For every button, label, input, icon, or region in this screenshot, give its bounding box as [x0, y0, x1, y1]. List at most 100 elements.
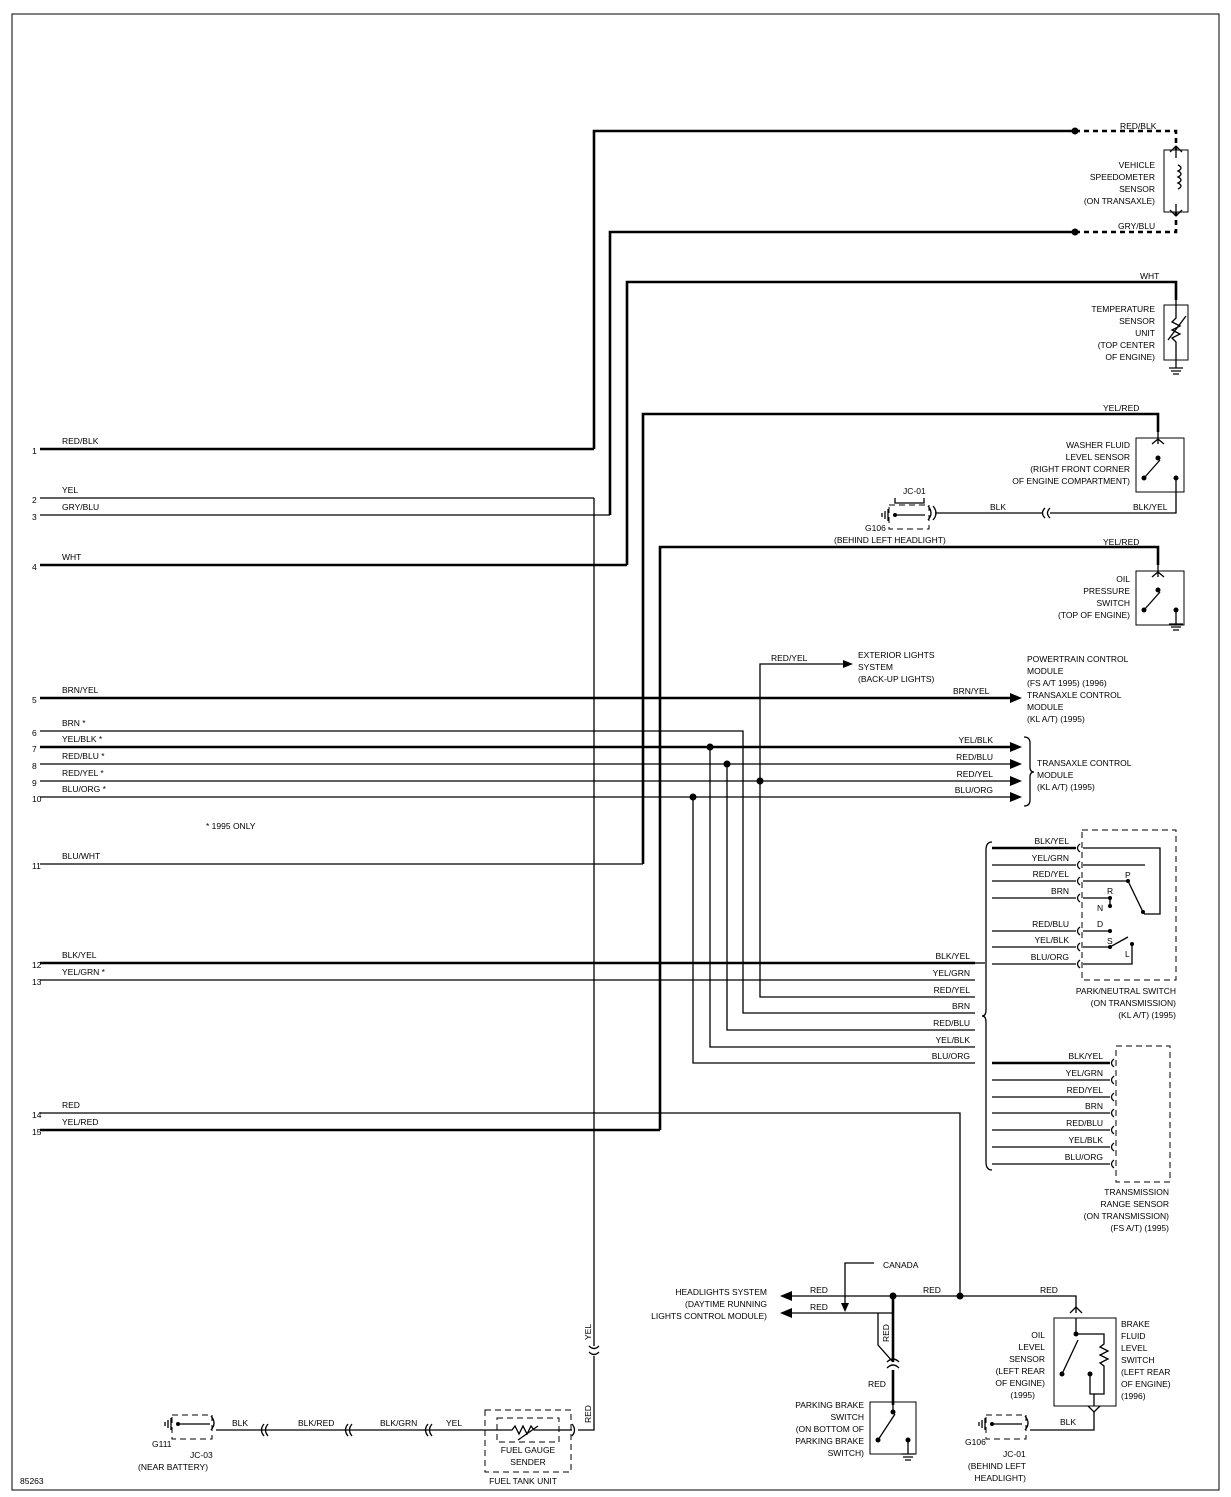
pn-connector — [1076, 959, 1081, 969]
mid-wire-labels: BLK/YELYEL/GRNRED/YELBRNRED/BLUYEL/BLKBL… — [932, 951, 971, 1061]
tcm-label-0: TRANSAXLE CONTROL — [1037, 758, 1132, 768]
mid-wire-label: RED/YEL — [934, 985, 971, 995]
pin-wire-label: YEL — [62, 485, 78, 495]
oilp-label-1: PRESSURE — [1083, 586, 1130, 596]
headlights-label-1: (DAYTIME RUNNING — [685, 1299, 767, 1309]
headlight-circuit — [780, 1262, 1083, 1405]
switch-letter-n: N — [1097, 903, 1103, 913]
oil-level-brake-fluid — [1030, 1317, 1117, 1431]
trs-label-0: TRANSMISSION — [1104, 1187, 1169, 1197]
wire-label-red-hl3: RED — [923, 1285, 941, 1295]
pin-wire-label: GRY/BLU — [62, 502, 99, 512]
trs-wire-label: BRN — [1085, 1101, 1103, 1111]
temp-label-3: (TOP CENTER — [1098, 340, 1155, 350]
wire-label-red-yel-ext: RED/YEL — [771, 653, 808, 663]
tcm-wire-label: RED/BLU — [956, 752, 993, 762]
jc01-top-jc: JC-01 — [903, 486, 926, 496]
wire-label-red-hl2: RED — [810, 1302, 828, 1312]
wire-label-red-hl1: RED — [810, 1285, 828, 1295]
switch-letter-d: D — [1097, 919, 1103, 929]
bf-label-0: BRAKE — [1121, 1319, 1150, 1329]
trs-label-1: RANGE SENSOR — [1101, 1199, 1170, 1209]
figure-id: 85263 — [20, 1476, 44, 1486]
jc01-bottom-g: G106 — [965, 1437, 986, 1447]
wire-label-blk-red: BLK/RED — [298, 1418, 334, 1428]
washer-fluid-sensor — [1050, 432, 1185, 514]
arrow-tcm-2 — [1010, 759, 1022, 769]
pin-wire-label: YEL/RED — [62, 1117, 98, 1127]
pn-wire-label: RED/YEL — [1033, 869, 1070, 879]
pin-wire-label: RED/BLK — [62, 436, 99, 446]
trs-connector — [1110, 1075, 1115, 1085]
trs-label-3: (FS A/T) (1995) — [1110, 1223, 1169, 1233]
pn-connector — [1076, 942, 1081, 952]
fuel-gauge-label-0: FUEL GAUGE — [501, 1445, 556, 1455]
wire-blu-org-branch — [692, 797, 975, 1064]
mid-wire-label: BLK/YEL — [936, 951, 971, 961]
jc01-bottom-ground — [978, 1414, 1029, 1440]
pin-number: 12 — [32, 960, 42, 970]
wire-label-yel-red: YEL/RED — [1103, 403, 1139, 413]
splice-dot — [756, 777, 764, 785]
pn-wire-label: BLK/YEL — [1035, 836, 1070, 846]
temp-label-0: TEMPERATURE — [1091, 304, 1155, 314]
mid-wire-label: RED/BLU — [933, 1018, 970, 1028]
jc01-top-loc: (BEHIND LEFT HEADLIGHT) — [834, 535, 946, 545]
tcm-label-1: MODULE — [1037, 770, 1074, 780]
wire-yel-blk-branch — [709, 747, 975, 1048]
wire-label-red-fuel: RED — [583, 1405, 593, 1423]
trs-connector — [1110, 1159, 1115, 1169]
pin-number: 11 — [32, 861, 41, 871]
canada-label: CANADA — [883, 1260, 919, 1270]
trs-wire-label: RED/YEL — [1067, 1085, 1104, 1095]
trs-wires: BLK/YELYEL/GRNRED/YELBRNRED/BLUYEL/BLKBL… — [992, 1051, 1115, 1169]
ext-label-2: (BACK-UP LIGHTS) — [858, 674, 935, 684]
footnote-1995-only: * 1995 ONLY — [206, 821, 256, 831]
wire-red-yel-branch — [759, 781, 975, 998]
washer-label-2: (RIGHT FRONT CORNER — [1030, 464, 1130, 474]
jc01-top-ground — [881, 498, 937, 530]
switch-letter-p: P — [1125, 870, 1131, 880]
pcm-label-3: TRANSAXLE CONTROL — [1027, 690, 1122, 700]
wire-label-red-vert: RED — [881, 1324, 891, 1342]
wire-gry-blu — [608, 230, 1075, 515]
wire-red-blu-branch — [726, 764, 975, 1031]
pn-wire-label: RED/BLU — [1032, 919, 1069, 929]
vss-label-2: SENSOR — [1119, 184, 1155, 194]
oill-label-0: OIL — [1031, 1330, 1045, 1340]
oill-label-4: OF ENGINE) — [995, 1378, 1045, 1388]
vss-label-0: VEHICLE — [1119, 160, 1156, 170]
washer-label-1: LEVEL SENSOR — [1066, 452, 1130, 462]
wire-label-blk: BLK — [990, 502, 1006, 512]
ext-label-1: SYSTEM — [858, 662, 893, 672]
splice-dot — [1071, 228, 1079, 236]
oill-label-2: SENSOR — [1009, 1354, 1045, 1364]
temp-label-2: UNIT — [1135, 328, 1155, 338]
oil-pressure-switch — [1135, 565, 1185, 631]
pb-label-3: PARKING BRAKE — [795, 1436, 864, 1446]
wire-yel-red — [658, 545, 1160, 1130]
vehicle-speedometer-sensor — [1163, 145, 1189, 217]
pn-connector — [1076, 893, 1081, 903]
pin-wire-label: YEL/BLK * — [62, 734, 103, 744]
pn-wires: BLK/YELYEL/GRNRED/YELBRNRED/BLUYEL/BLKBL… — [992, 836, 1081, 969]
pcm-label-5: (KL A/T) (1995) — [1027, 714, 1085, 724]
washer-label-0: WASHER FLUID — [1066, 440, 1130, 450]
wire-red-yel-ext — [759, 663, 845, 781]
oilp-label-0: OIL — [1116, 574, 1130, 584]
fuel-gauge-label-1: SENDER — [510, 1457, 545, 1467]
pn-connector — [1076, 843, 1081, 853]
mid-wire-label: BLU/ORG — [932, 1051, 970, 1061]
wire-red-blk-dash — [1075, 129, 1178, 150]
wire-red-fuel — [578, 1356, 595, 1431]
pin-number: 15 — [32, 1127, 42, 1137]
trs-box — [1115, 1045, 1171, 1183]
bf-label-3: SWITCH — [1121, 1355, 1155, 1365]
bf-label-2: LEVEL — [1121, 1343, 1148, 1353]
pcm-label-1: MODULE — [1027, 666, 1064, 676]
wire-red-14 — [40, 1112, 961, 1296]
trs-connector — [1110, 1058, 1115, 1068]
pn-connector — [1076, 860, 1081, 870]
